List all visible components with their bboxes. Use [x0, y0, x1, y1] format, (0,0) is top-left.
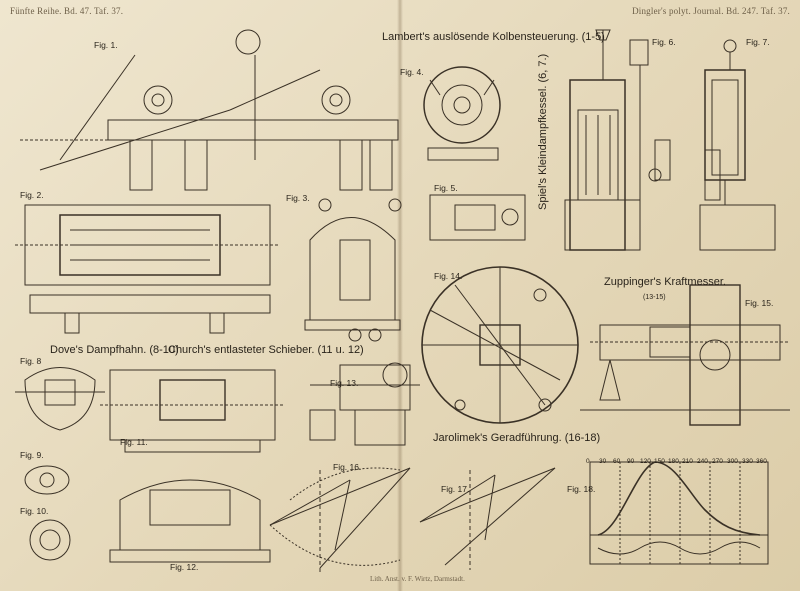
fig18-tick: 180 — [668, 458, 679, 465]
title-zuppinger: Zuppinger's Kraftmesser. — [604, 276, 726, 288]
fig9-drawing — [24, 465, 70, 495]
label-fig16: Fig. 16. — [333, 462, 362, 472]
label-fig13: Fig. 13. — [330, 378, 359, 388]
fig3-drawing — [304, 198, 402, 342]
label-fig8: Fig. 8 — [20, 356, 42, 366]
fig12-drawing — [109, 479, 271, 563]
header-left: Fünfte Reihe. Bd. 47. Taf. 37. — [10, 6, 124, 16]
fig18-tick: 0 — [586, 458, 590, 465]
fig1-drawing — [20, 29, 399, 191]
fig18-tick: 270 — [712, 458, 723, 465]
fig18-tick: 210 — [682, 458, 693, 465]
fig18-curve — [597, 461, 761, 536]
fig7-drawing — [699, 39, 776, 251]
fig15-drawing — [580, 284, 790, 426]
fig13-drawing — [309, 362, 420, 446]
fig14-drawing — [421, 266, 579, 424]
title-jarolimek: Jarolimek's Geradführung. (16-18) — [433, 432, 601, 444]
fig18-tick: 150 — [654, 458, 665, 465]
label-fig2: Fig. 2. — [20, 190, 44, 200]
fig6-drawing — [564, 29, 671, 251]
label-fig7: Fig. 7. — [746, 37, 770, 47]
label-fig10: Fig. 10. — [20, 506, 49, 516]
fig10-drawing — [29, 519, 71, 561]
label-fig3: Fig. 3. — [286, 193, 310, 203]
fig5-drawing — [429, 194, 526, 241]
title-zuppinger-range: (13-15) — [643, 294, 666, 301]
title-church: Church's entlasteter Schieber. (11 u. 12… — [168, 344, 364, 356]
lithographer-credit: Lith. Anst. v. F. Wirtz, Darmstadt. — [370, 575, 465, 583]
label-fig9: Fig. 9. — [20, 450, 44, 460]
label-fig15: Fig. 15. — [745, 298, 774, 308]
page-fold — [397, 0, 403, 591]
fig18-tick: 330 — [742, 458, 753, 465]
label-fig5: Fig. 5. — [434, 183, 458, 193]
fig11-drawing — [100, 369, 285, 453]
label-fig18: Fig. 18. — [567, 484, 596, 494]
label-fig12: Fig. 12. — [170, 562, 199, 572]
fig4-drawing — [423, 66, 501, 161]
label-fig1: Fig. 1. — [94, 40, 118, 50]
fig16-drawing — [269, 467, 411, 575]
fig17-drawing — [419, 467, 556, 570]
label-fig4: Fig. 4. — [400, 67, 424, 77]
fig18-lower-curve — [597, 541, 761, 555]
header-right: Dingler's polyt. Journal. Bd. 247. Taf. … — [632, 6, 790, 16]
title-spiel: Spiel's Kleindampfkessel. (6, 7.) — [537, 53, 549, 210]
label-fig11: Fig. 11. — [120, 437, 148, 447]
title-lambert: Lambert's auslösende Kolbensteuerung. (1… — [382, 31, 605, 43]
fig18-tick: 60 — [613, 458, 621, 465]
title-dove: Dove's Dampfhahn. (8-10) — [50, 344, 179, 356]
fig18-tick: 360 — [756, 458, 767, 465]
fig18-tick: 120 — [640, 458, 651, 465]
fig18-tick: 30 — [599, 458, 607, 465]
fig8-drawing — [15, 367, 105, 431]
fig2-drawing — [15, 204, 280, 334]
label-fig17: Fig. 17. — [441, 484, 470, 494]
label-fig14: Fig. 14. — [434, 271, 463, 281]
fig18-tick: 90 — [627, 458, 635, 465]
fig18-tick: 300 — [727, 458, 738, 465]
fig18-tick: 240 — [697, 458, 708, 465]
label-fig6: Fig. 6. — [652, 37, 676, 47]
